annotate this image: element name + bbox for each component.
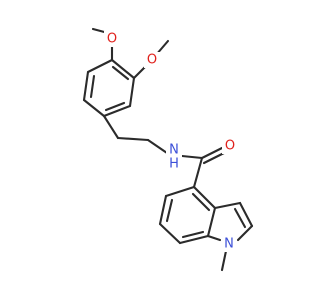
bond-carbonyl-o-1 bbox=[200, 146, 224, 160]
oxygen-atom-right: O bbox=[147, 53, 157, 68]
ring-b-bond-3 bbox=[158, 222, 182, 245]
ring-b-bond-1 bbox=[164, 185, 196, 198]
amide-nitrogen-atom: N bbox=[169, 143, 179, 158]
ring-b-inner-2 bbox=[181, 230, 205, 239]
carbonyl-oxygen-atom: O bbox=[225, 139, 235, 154]
ring-a-bond-3 bbox=[102, 104, 132, 118]
bond-nh-carbonyl bbox=[180, 154, 204, 160]
ring-b-bond-5 bbox=[206, 206, 217, 238]
bond-carbonyl-o-2 bbox=[202, 151, 226, 165]
ring-b-bond-2 bbox=[158, 194, 168, 226]
ring-a-inner-2 bbox=[104, 101, 126, 112]
ring-c-bond-1 bbox=[213, 201, 242, 210]
structure-canvas: O O N H O N bbox=[82, 27, 254, 272]
bond-n-methyl bbox=[220, 249, 228, 272]
ring-c-bond-4 bbox=[206, 234, 222, 242]
ring-a-bond-5 bbox=[82, 70, 90, 102]
amide-hydrogen-atom: H bbox=[169, 157, 179, 172]
ring-a-bond-4 bbox=[82, 98, 106, 118]
ring-a-bond-2 bbox=[128, 76, 136, 108]
oxygen-atom-top: O bbox=[107, 32, 117, 47]
ring-a-bond-6 bbox=[86, 58, 114, 74]
molecule-structure: O O N H O N bbox=[82, 27, 254, 272]
indole-nitrogen-atom: N bbox=[224, 237, 234, 252]
bond-ch2-ch2 bbox=[116, 136, 150, 142]
ring-a-inner-3 bbox=[89, 74, 96, 99]
bond-ring-ch2 bbox=[102, 114, 120, 140]
bonds bbox=[82, 27, 254, 272]
ring-c-bond-2 bbox=[238, 201, 254, 228]
atom-labels: O O N H O N bbox=[104, 31, 238, 252]
ring-b-inner-3 bbox=[191, 192, 211, 212]
bond-carbonyl-ring bbox=[192, 156, 204, 189]
ring-c-inner bbox=[233, 207, 247, 229]
ring-a-bond-1 bbox=[110, 58, 136, 80]
ring-b-inner-1 bbox=[165, 198, 174, 223]
bond-ch2-nh bbox=[146, 138, 169, 155]
ring-a-inner-1 bbox=[111, 65, 130, 81]
ring-c-bond-3 bbox=[236, 224, 254, 242]
ring-b-bond-4 bbox=[178, 234, 210, 245]
ring-b-bond-6 bbox=[192, 185, 217, 210]
